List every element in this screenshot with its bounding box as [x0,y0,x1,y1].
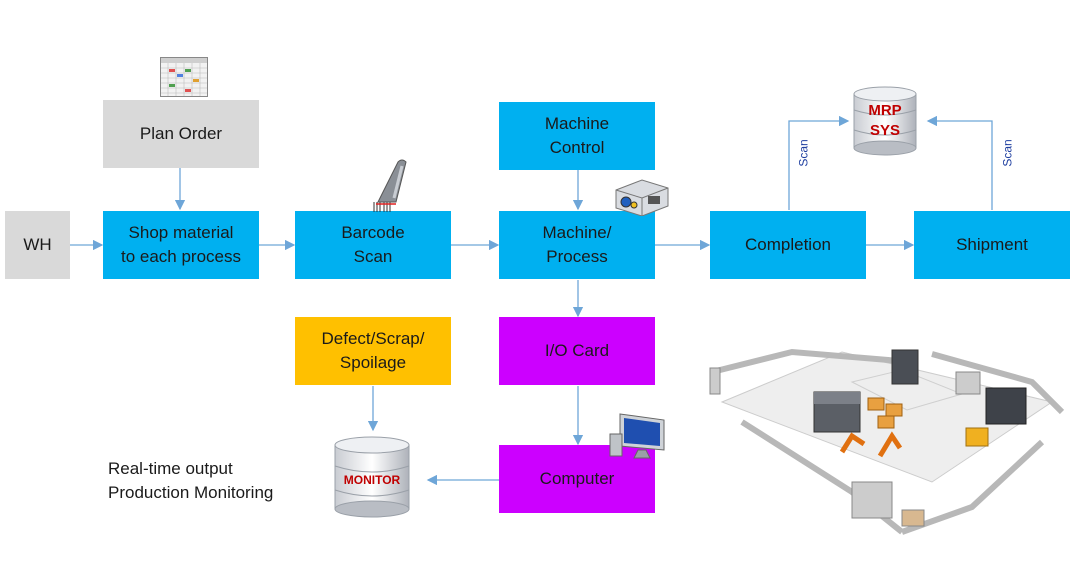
barcode-scanner-icon [373,159,407,212]
monitor-database-label: MONITOR [343,473,401,487]
barcode-scan-box: Barcode Scan [295,211,451,279]
machine-process-box: Machine/ Process [499,211,655,279]
machine-process-label: Machine/ Process [542,223,612,266]
machine-icon [615,179,669,216]
calendar-icon [160,57,208,97]
defect-label: Defect/Scrap/ Spoilage [321,329,425,372]
wh-box: WH [5,211,70,279]
plan-order-label: Plan Order [139,124,223,143]
wh-label: WH [23,235,52,254]
factory-line-illustration [709,348,1065,535]
machine-control-box: Machine Control [499,102,655,170]
shop-material-label: Shop material to each process [120,223,241,266]
scan-label-right: Scan [1000,139,1015,167]
barcode-scan-label: Barcode Scan [341,223,405,266]
computer-box: Computer [499,445,655,513]
arrow-completion-mrp [788,115,850,210]
computer-label: Computer [539,469,615,488]
shipment-box: Shipment [914,211,1070,279]
shop-material-box: Shop material to each process [103,211,259,279]
mrp-database-icon [853,86,917,156]
plan-order-box: Plan Order [103,100,259,168]
realtime-note: Real-time output Production Monitoring [108,459,274,502]
completion-label: Completion [745,235,831,254]
machine-control-label: Machine Control [544,114,610,157]
monitor-database-icon [334,436,410,518]
shipment-label: Shipment [956,235,1028,254]
completion-box: Completion [710,211,866,279]
io-card-box: I/O Card [499,317,655,385]
scan-label-left: Scan [796,139,811,167]
io-card-label: I/O Card [544,341,610,360]
computer-monitor-icon [609,413,665,459]
arrow-shipment-mrp [926,115,993,210]
defect-box: Defect/Scrap/ Spoilage [295,317,451,385]
mrp-database-label: MRP SYS [868,102,902,139]
